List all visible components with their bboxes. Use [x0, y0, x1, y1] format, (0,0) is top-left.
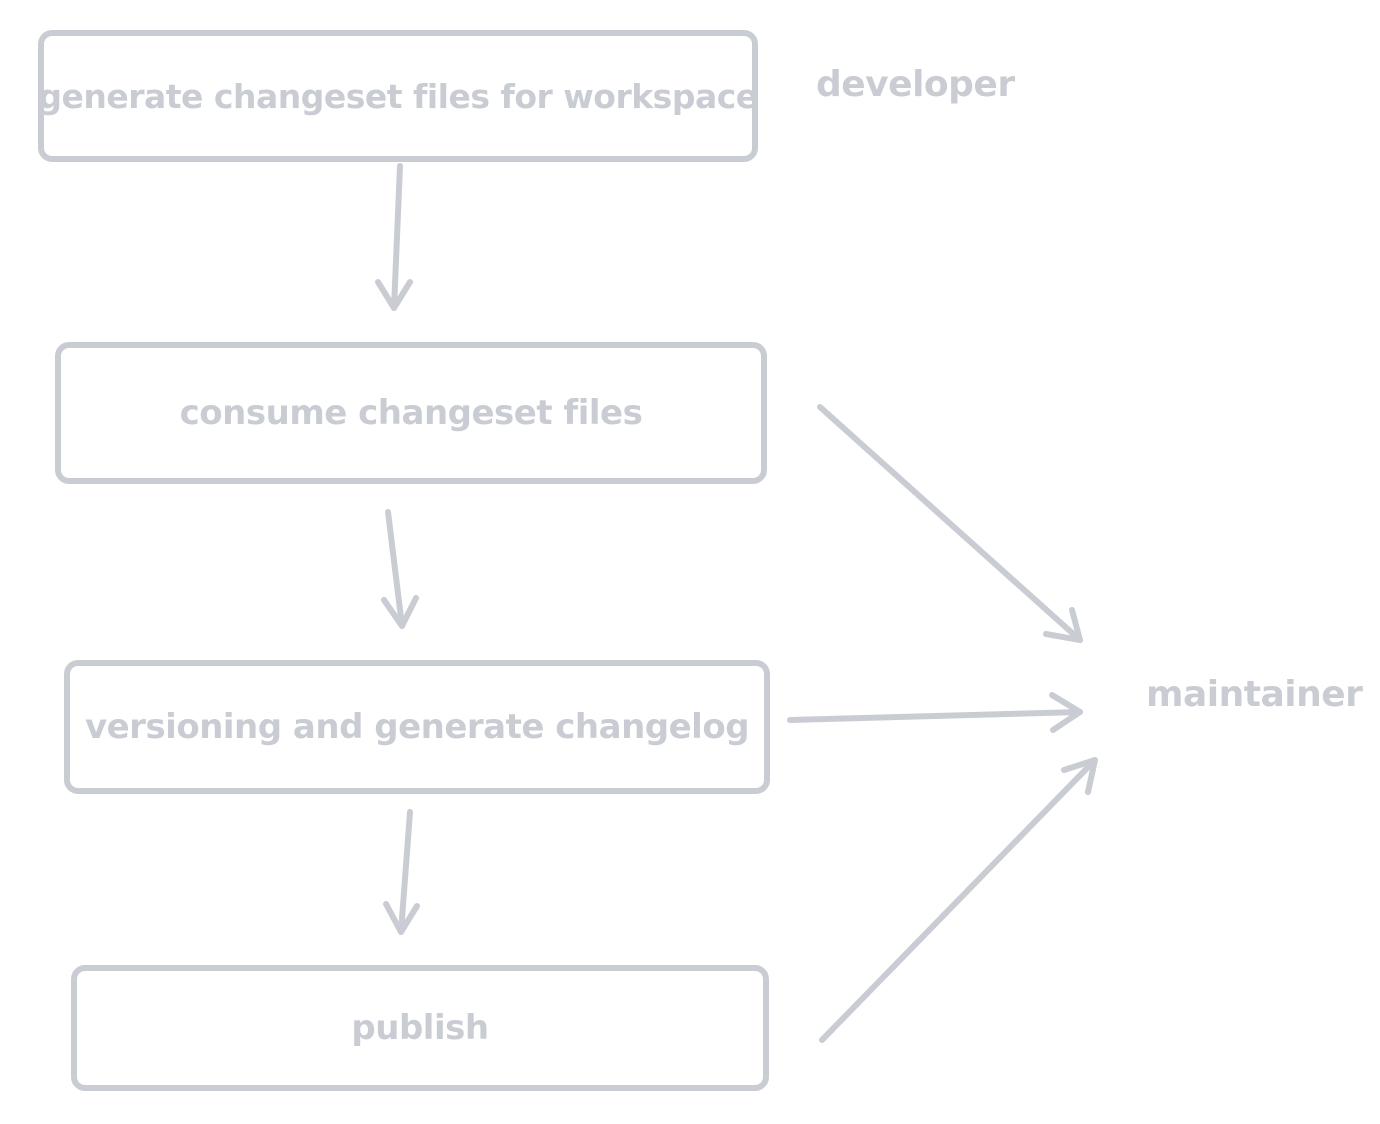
- actor-maintainer: maintainer: [1146, 674, 1363, 715]
- step-box-consume: consume changeset files: [55, 342, 767, 484]
- arrow-consume-to-version: [381, 509, 419, 629]
- step-box-version: versioning and generate changelog: [64, 660, 770, 794]
- step-label-generate: generate changeset files for workspace: [38, 76, 758, 116]
- step-label-version: versioning and generate changelog: [84, 707, 750, 747]
- step-box-generate: generate changeset files for workspace: [38, 30, 758, 162]
- step-label-publish: publish: [351, 1008, 489, 1048]
- arrow-version-to-maintainer: [787, 692, 1083, 733]
- arrow-version-to-publish: [383, 809, 420, 935]
- arrow-publish-to-maintainer: [819, 757, 1098, 1043]
- step-box-publish: publish: [71, 965, 769, 1091]
- step-label-consume: consume changeset files: [179, 393, 643, 433]
- actor-developer: developer: [816, 64, 1015, 105]
- arrow-generate-to-consume: [375, 163, 413, 311]
- arrow-consume-to-maintainer: [817, 404, 1083, 643]
